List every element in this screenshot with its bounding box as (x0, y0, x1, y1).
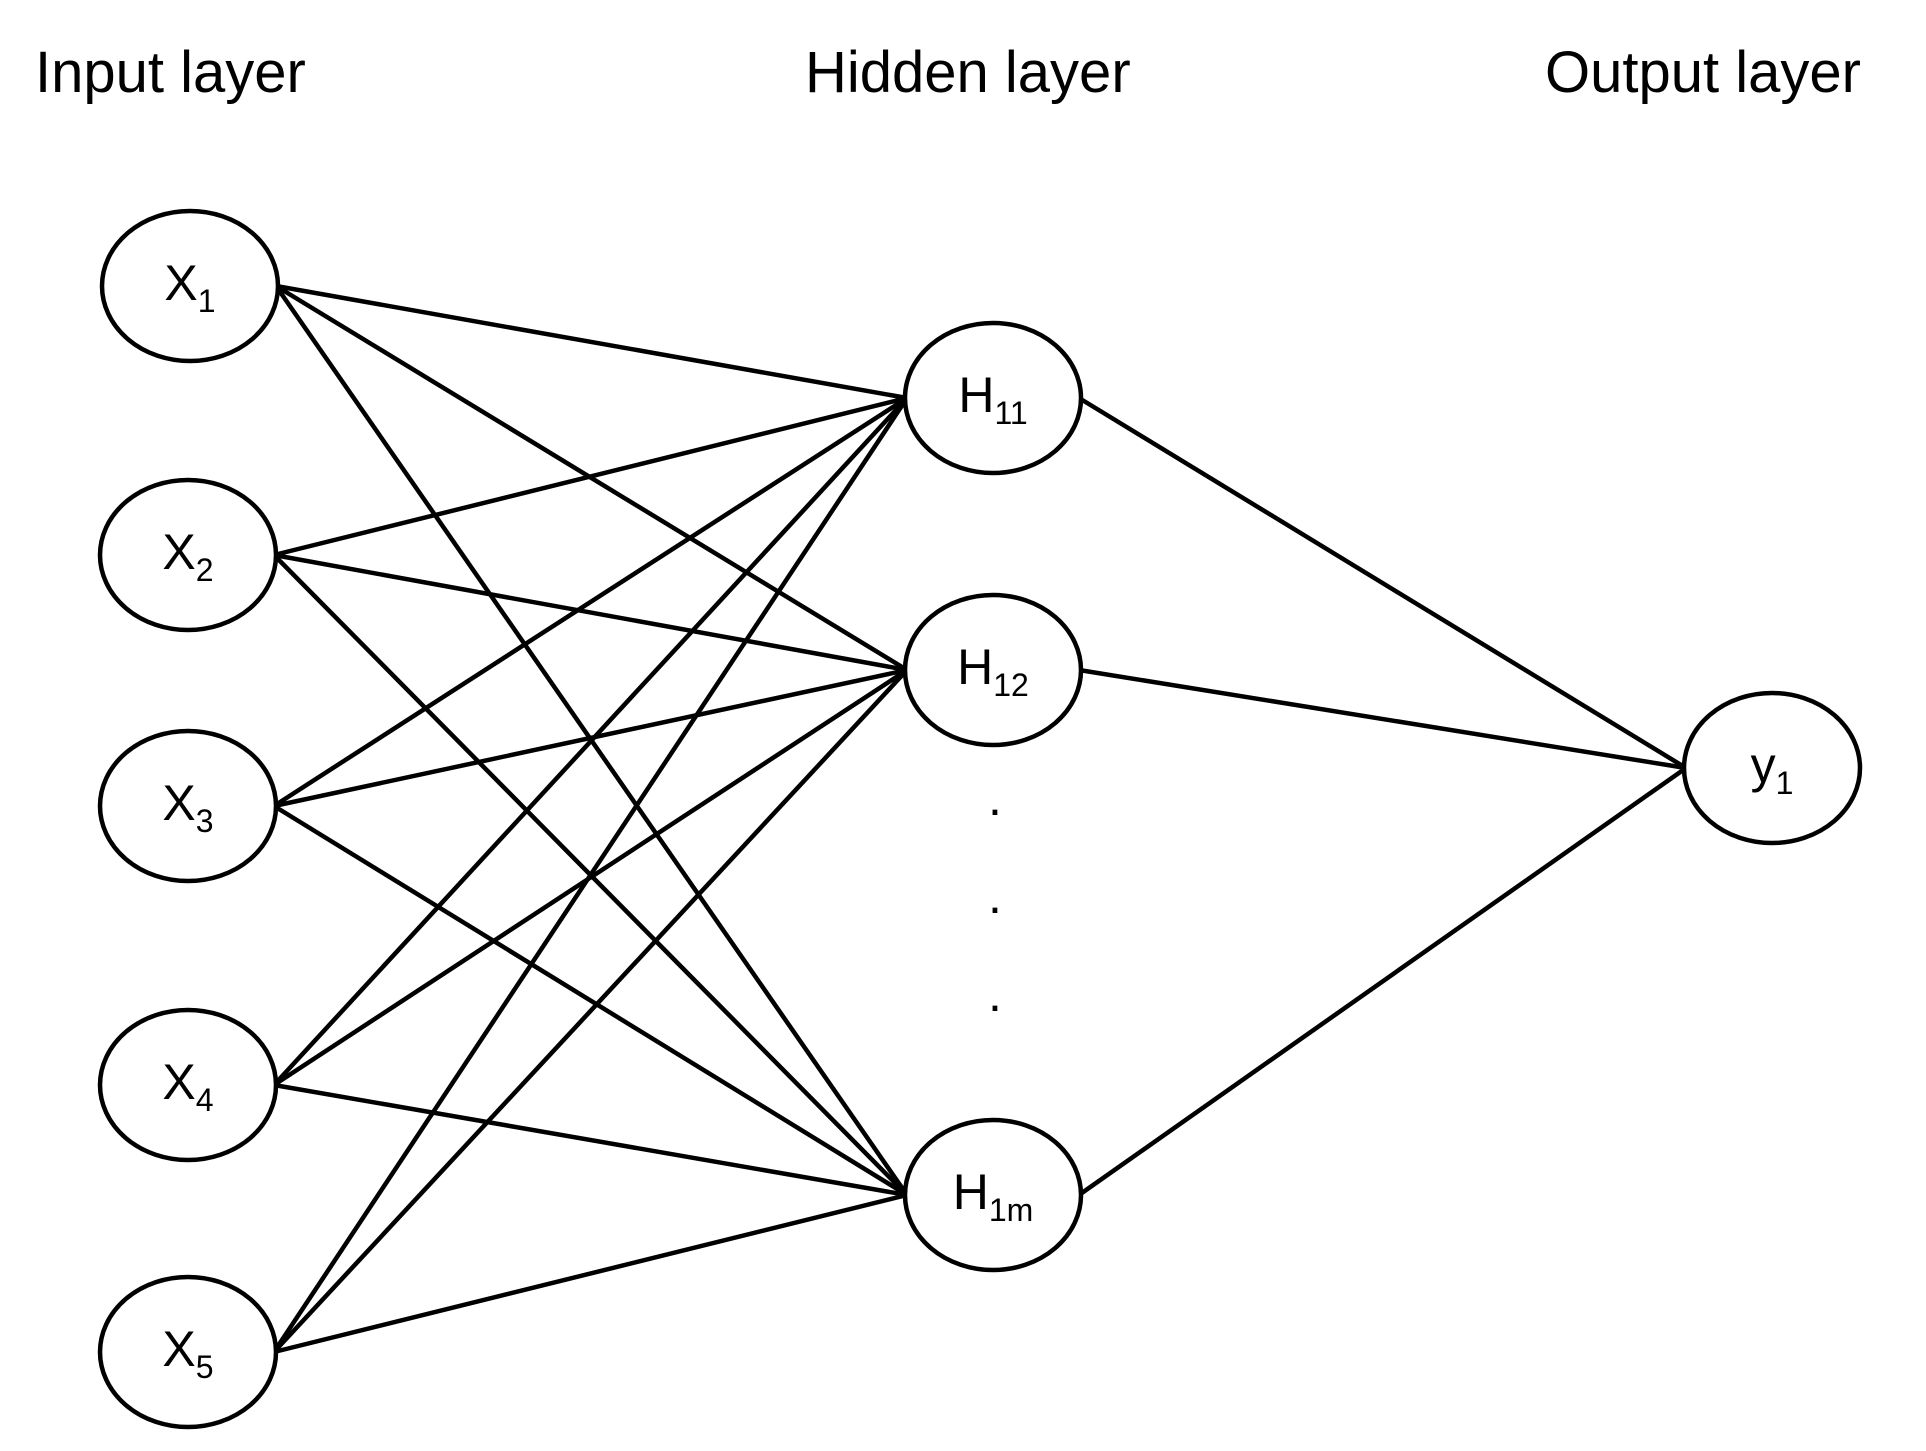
edge-x5-h1m (273, 1192, 908, 1355)
edge-h12-y1 (1078, 667, 1687, 771)
node-label-main: X (162, 1054, 195, 1110)
edge-x5-h12 (272, 668, 909, 1354)
input-layer-title: Input layer (35, 40, 306, 105)
edge-x4-h11 (272, 396, 909, 1087)
node-circle-h1m (902, 1117, 1084, 1273)
node-label-main: H (957, 639, 993, 695)
edge-x4-h1m (273, 1082, 908, 1198)
node-label-subscript: 2 (196, 552, 214, 588)
node-label-main: X (164, 255, 197, 311)
node-label-main: H (958, 367, 994, 423)
node-x5: X5 (97, 1274, 279, 1430)
node-label-x2: X2 (162, 524, 213, 588)
node-circle-x1 (99, 208, 281, 364)
hidden-layer-ellipsis: . . . (988, 770, 1002, 1022)
edge-x2-h11 (273, 395, 908, 558)
node-circle-x2 (97, 477, 279, 633)
ellipsis-dot: . (988, 966, 1002, 1022)
node-h12: H12 (902, 592, 1084, 748)
node-label-main: H (953, 1164, 989, 1220)
node-label-subscript: 4 (196, 1082, 214, 1118)
node-label-subscript: 1 (198, 283, 216, 319)
edge-x3-h1m (272, 804, 909, 1197)
node-label-h1m: H1m (953, 1164, 1034, 1228)
edge-h11-y1 (1077, 396, 1688, 770)
node-label-main: X (162, 524, 195, 580)
hidden-layer-title: Hidden layer (805, 40, 1131, 105)
connections (272, 283, 1688, 1355)
output-layer-title: Output layer (1545, 40, 1861, 105)
node-label-x4: X4 (162, 1054, 213, 1118)
node-x2: X2 (97, 477, 279, 633)
node-label-subscript: 1 (1776, 765, 1794, 801)
edge-x1-h11 (275, 283, 908, 401)
node-label-x5: X5 (162, 1321, 213, 1385)
edge-x2-h12 (273, 552, 908, 673)
node-x1: X1 (99, 208, 281, 364)
node-label-h11: H11 (958, 367, 1027, 431)
node-circle-h12 (902, 592, 1084, 748)
node-label-h12: H12 (957, 639, 1029, 703)
node-label-main: y (1751, 737, 1776, 793)
node-label-subscript: 12 (993, 667, 1029, 703)
node-circle-h11 (902, 320, 1084, 476)
edge-h1m-y1 (1077, 766, 1688, 1197)
node-h11: H11 (902, 320, 1084, 476)
node-label-x1: X1 (164, 255, 215, 319)
ellipsis-dot: . (988, 770, 1002, 826)
node-label-subscript: 5 (196, 1349, 214, 1385)
edge-x5-h11 (272, 396, 909, 1354)
edge-x3-h11 (272, 396, 909, 808)
node-label-y1: y1 (1751, 737, 1794, 801)
node-circle-y1 (1681, 690, 1863, 846)
edge-x3-h12 (273, 667, 908, 809)
node-label-subscript: 11 (994, 395, 1027, 431)
node-label-main: X (162, 1321, 195, 1377)
ellipsis-dot: . (988, 868, 1002, 924)
node-circle-x3 (97, 728, 279, 884)
node-circle-x5 (97, 1274, 279, 1430)
node-x3: X3 (97, 728, 279, 884)
node-y1: y1 (1681, 690, 1863, 846)
node-h1m: H1m (902, 1117, 1084, 1273)
node-label-subscript: 3 (196, 803, 214, 839)
node-label-x3: X3 (162, 775, 213, 839)
node-circle-x4 (97, 1007, 279, 1163)
node-x4: X4 (97, 1007, 279, 1163)
node-label-main: X (162, 775, 195, 831)
node-label-subscript: 1m (989, 1192, 1033, 1228)
